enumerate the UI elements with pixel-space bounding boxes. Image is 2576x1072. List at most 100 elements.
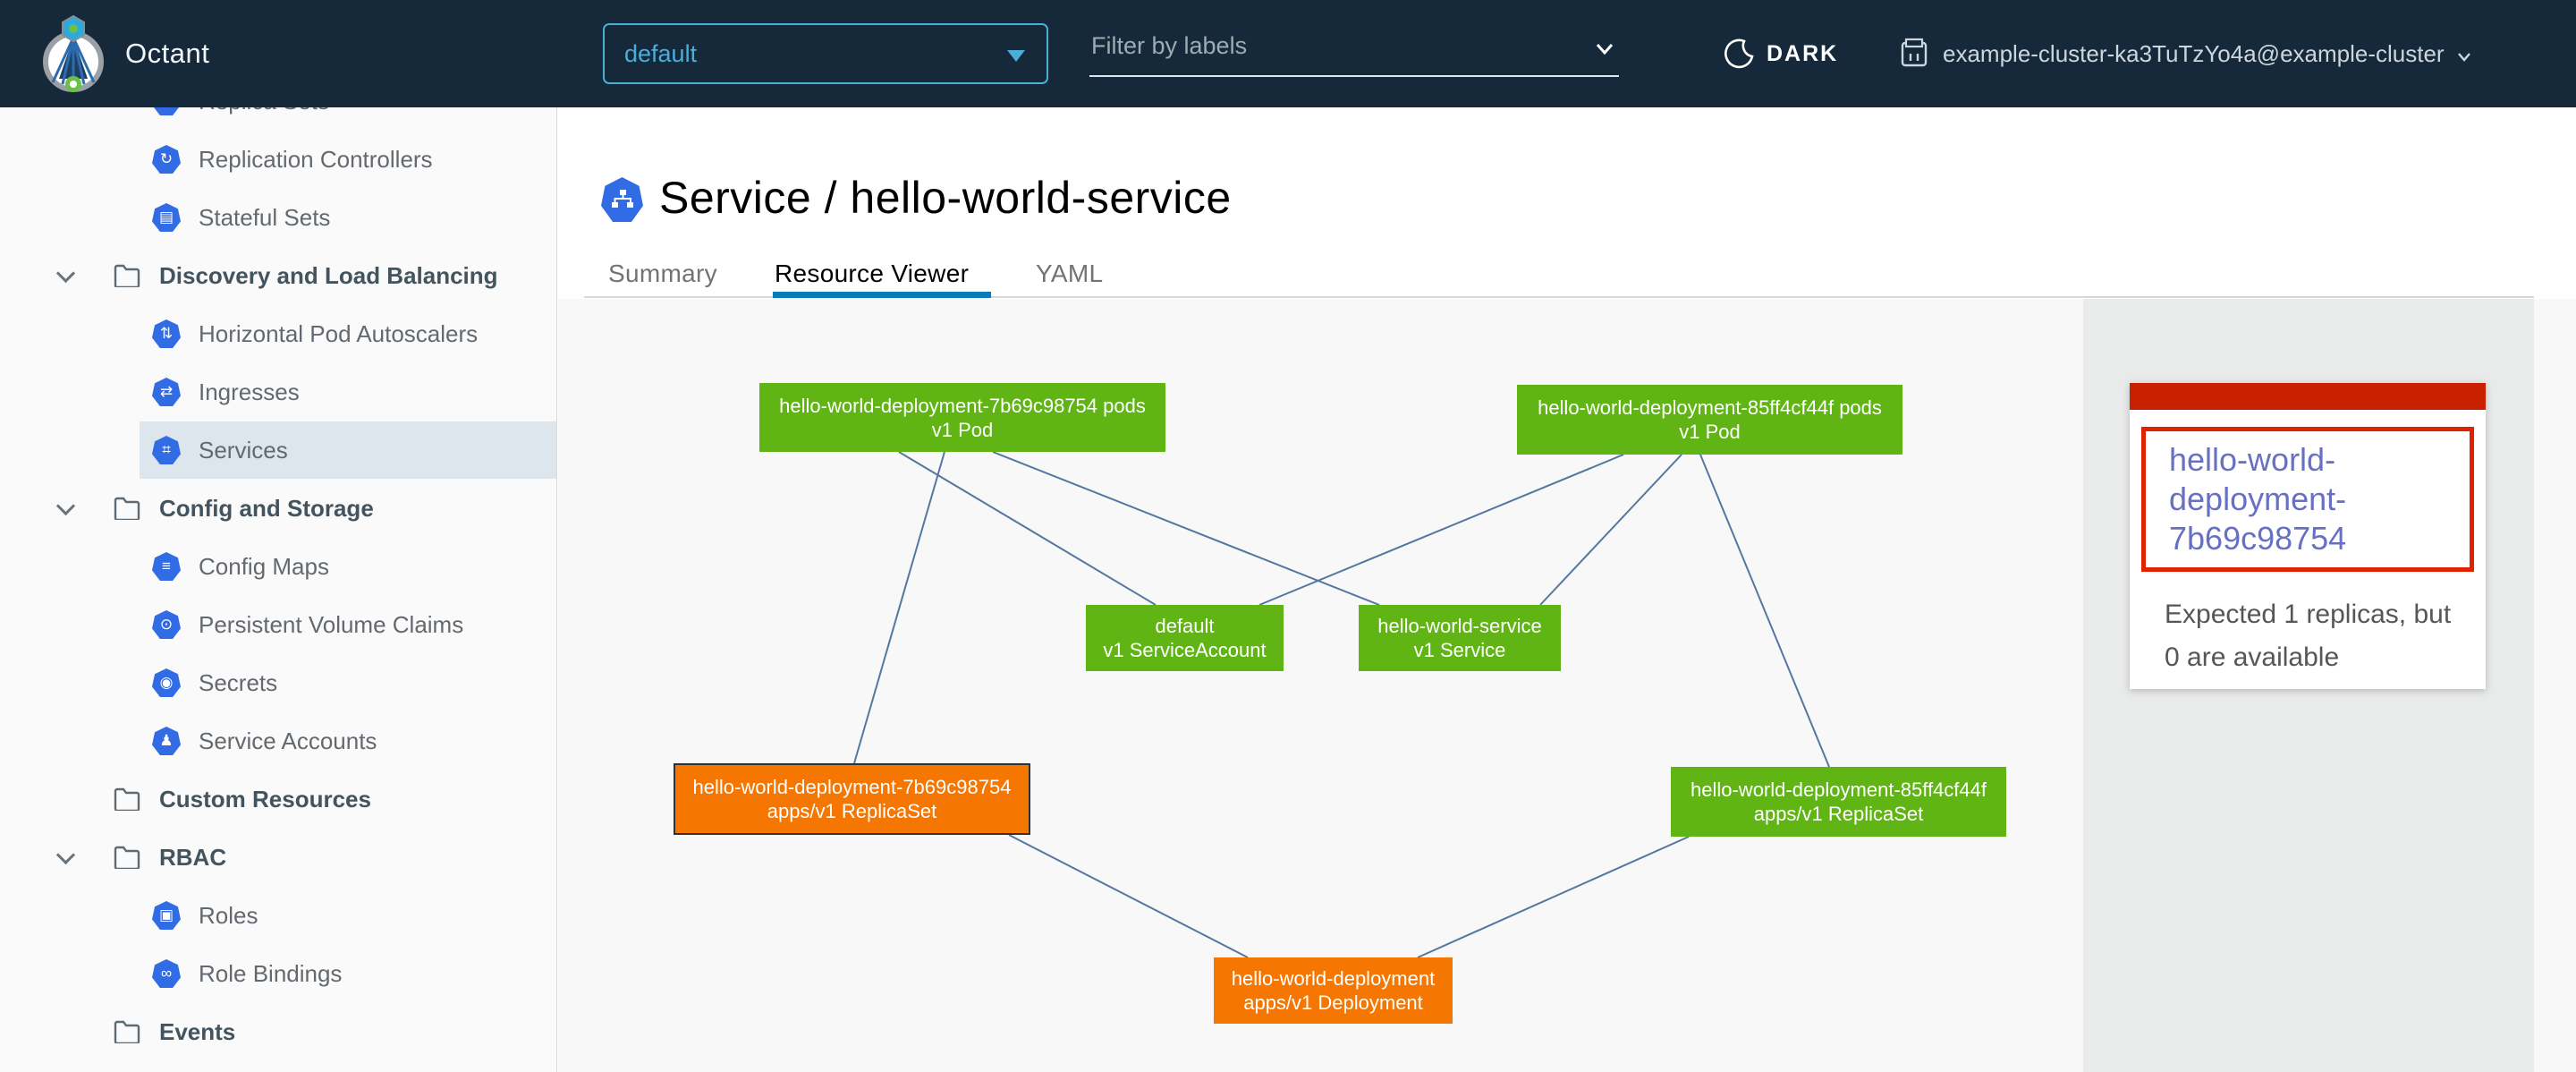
graph-node-pod-left[interactable]: hello-world-deployment-7b69c98754 pods v… <box>759 383 1165 452</box>
sidebar-group-label: Events <box>159 1018 236 1045</box>
sidebar-item-custom-resources[interactable]: Custom Resources <box>0 770 556 828</box>
sidebar-item-label: Role Bindings <box>199 960 343 987</box>
chevron-down-icon[interactable] <box>55 263 76 284</box>
sidebar-item-label: Replica Sets <box>199 107 329 130</box>
graph-node-kind: v1 ServiceAccount <box>1103 639 1267 661</box>
sidebar-item-label: Replication Controllers <box>199 146 433 173</box>
folder-icon <box>114 846 140 869</box>
cluster-context-value: example-cluster-ka3TuTzYo4a@example-clus… <box>1943 39 2445 67</box>
sidebar-item-label: Secrets <box>199 669 278 696</box>
graph-edges <box>853 451 1830 958</box>
resource-viewer-graph: hello-world-deployment-7b69c98754 Expect… <box>558 299 2576 1072</box>
dark-mode-toggle[interactable]: DARK <box>1724 0 1838 107</box>
sidebar-item-label: Roles <box>199 902 258 929</box>
sidebar-item-ingresses[interactable]: ⇄ Ingresses <box>0 363 556 421</box>
hpa-icon: ⇅ <box>152 319 181 348</box>
sidebar-item-services[interactable]: ⌗ Services <box>0 421 556 479</box>
sidebar-item-replication-controllers[interactable]: ↻ Replication Controllers <box>0 131 556 188</box>
secret-icon: ◉ <box>152 668 181 697</box>
sidebar-item-discovery-and-load-balancing[interactable]: Discovery and Load Balancing <box>0 247 556 304</box>
sidebar-item-secrets[interactable]: ◉ Secrets <box>0 654 556 711</box>
graph-node-name: hello-world-service <box>1377 615 1542 637</box>
graph-node-name: hello-world-deployment-85ff4cf44f pods <box>1538 396 1882 419</box>
graph-node-name: hello-world-deployment-7b69c98754 pods <box>779 394 1146 417</box>
graph-node-name: hello-world-deployment <box>1231 967 1436 990</box>
service-account-icon: ♟ <box>152 727 181 755</box>
sidebar-item-persistent-volume-claims[interactable]: ⊙ Persistent Volume Claims <box>0 596 556 653</box>
dark-mode-label: DARK <box>1767 40 1839 66</box>
sidebar-item-horizontal-pod-autoscalers[interactable]: ⇅ Horizontal Pod Autoscalers <box>0 305 556 362</box>
graph-node-pod-right[interactable]: hello-world-deployment-85ff4cf44f pods v… <box>1517 385 1902 455</box>
graph-node-replicaset-left[interactable]: hello-world-deployment-7b69c98754 apps/v… <box>674 763 1030 835</box>
status-card-header <box>2130 383 2486 410</box>
chevron-down-icon[interactable] <box>1592 36 1617 61</box>
graph-node-service[interactable]: hello-world-service v1 Service <box>1359 605 1561 671</box>
sidebar-item-label: Persistent Volume Claims <box>199 611 464 638</box>
graph-node-replicaset-right[interactable]: hello-world-deployment-85ff4cf44f apps/v… <box>1671 767 2006 837</box>
sidebar-item-config-maps[interactable]: ≡ Config Maps <box>0 538 556 595</box>
resource-link[interactable]: hello-world-deployment-7b69c98754 <box>2169 441 2347 557</box>
status-message: Expected 1 replicas, but 0 are available <box>2165 600 2452 672</box>
sidebar-group-label: Discovery and Load Balancing <box>159 262 498 289</box>
graph-node-kind: v1 Service <box>1413 639 1506 661</box>
page-title: Service / hello-world-service <box>659 173 1232 223</box>
caret-down-icon <box>1007 50 1025 62</box>
graph-node-kind: v1 Pod <box>1679 421 1741 443</box>
graph-node-name: default <box>1155 615 1215 637</box>
role-icon: ▣ <box>152 901 181 930</box>
graph-node-name: hello-world-deployment-85ff4cf44f <box>1690 778 1987 801</box>
sidebar-item-stateful-sets[interactable]: ▤ Stateful Sets <box>0 189 556 246</box>
tab-resource-viewer[interactable]: Resource Viewer <box>775 259 970 287</box>
ingress-icon: ⇄ <box>152 378 181 406</box>
role-binding-icon: ∞ <box>152 959 181 988</box>
graph-node-kind: apps/v1 Deployment <box>1243 991 1423 1014</box>
sidebar-group-label: RBAC <box>159 844 227 871</box>
chevron-down-icon[interactable] <box>55 845 76 865</box>
tab-divider <box>584 296 2534 298</box>
config-map-icon: ≡ <box>152 552 181 581</box>
app-header: Octant default DARK example-clust <box>0 0 2576 107</box>
app-name: Octant <box>125 38 210 69</box>
namespace-value: default <box>624 40 698 67</box>
graph-node-service-account[interactable]: default v1 ServiceAccount <box>1086 605 1284 671</box>
folder-icon <box>114 264 140 287</box>
sidebar-item-events[interactable]: Events <box>0 1003 556 1060</box>
graph-node-name: hello-world-deployment-7b69c98754 <box>692 776 1012 798</box>
sidebar-item-roles[interactable]: ▣ Roles <box>0 887 556 944</box>
stateful-set-icon: ▤ <box>152 203 181 232</box>
folder-icon <box>114 787 140 811</box>
sidebar-item-config-and-storage[interactable]: Config and Storage <box>0 480 556 537</box>
cluster-context-selector[interactable]: example-cluster-ka3TuTzYo4a@example-clus… <box>1898 0 2473 107</box>
sidebar-item-role-bindings[interactable]: ∞ Role Bindings <box>0 945 556 1002</box>
namespace-dropdown[interactable]: default <box>603 23 1048 84</box>
sidebar-item-label: Horizontal Pod Autoscalers <box>199 320 479 347</box>
graph-node-kind: apps/v1 ReplicaSet <box>767 800 937 822</box>
sidebar-item-label: Ingresses <box>199 379 300 405</box>
chevron-down-icon[interactable] <box>55 496 76 516</box>
service-icon: ⌗ <box>152 436 181 464</box>
detail-panel: hello-world-deployment-7b69c98754 Expect… <box>2083 299 2534 1072</box>
content-header <box>558 107 2576 299</box>
graph-node-deployment[interactable]: hello-world-deployment apps/v1 Deploymen… <box>1214 957 1453 1024</box>
tab-summary[interactable]: Summary <box>608 259 717 287</box>
filter-input[interactable] <box>1091 32 1574 60</box>
sidebar-item-rbac[interactable]: RBAC <box>0 829 556 886</box>
label-filter <box>1089 21 1619 77</box>
chevron-down-icon <box>2457 53 2470 62</box>
sidebar-item-label: Services <box>199 437 288 464</box>
cluster-icon <box>1901 38 1928 67</box>
moon-icon <box>1724 38 1754 69</box>
selected-resource-box[interactable]: hello-world-deployment-7b69c98754 <box>2141 427 2474 572</box>
octant-logo-icon <box>43 14 104 92</box>
tab-yaml[interactable]: YAML <box>1036 259 1104 287</box>
sidebar-item-replica-sets[interactable]: ↻ Replica Sets <box>0 107 556 130</box>
graph-node-kind: apps/v1 ReplicaSet <box>1753 803 1924 825</box>
replication-controller-icon: ↻ <box>152 145 181 174</box>
sidebar-group-label: Config and Storage <box>159 495 374 522</box>
sidebar-item-label: Stateful Sets <box>199 204 331 231</box>
selected-highlight <box>140 421 556 479</box>
graph-node-kind: v1 Pod <box>931 418 994 441</box>
sidebar-item-service-accounts[interactable]: ♟ Service Accounts <box>0 712 556 770</box>
service-resource-icon <box>601 177 643 222</box>
active-tab-underline <box>773 292 991 298</box>
